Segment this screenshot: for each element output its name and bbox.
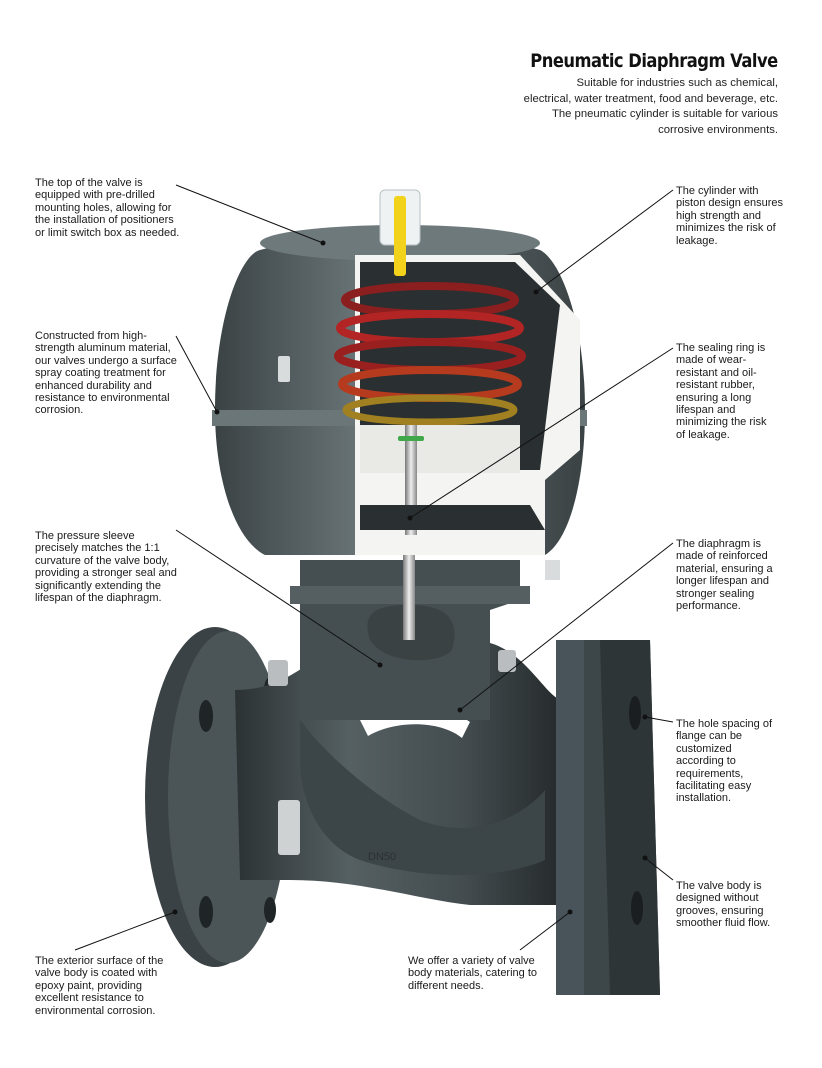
bolt-left [268, 660, 288, 686]
subtitle: Suitable for industries such as chemical… [448, 76, 778, 138]
page-title: Pneumatic Diaphragm Valve [530, 50, 779, 72]
seal-ring-top [398, 436, 424, 441]
leader-lines [74, 184, 674, 951]
spring [334, 282, 526, 426]
callout-cylinder: The cylinder with piston design ensures … [676, 185, 784, 247]
callout-pressure-sleeve: The pressure sleeve precisely matches th… [35, 530, 177, 605]
body-marking: DN50 [368, 851, 396, 863]
callout-top-mounting: The top of the valve is equipped with pr… [35, 177, 180, 239]
callout-materials: We offer a variety of valve body materia… [408, 955, 538, 992]
subtitle-line-1: Suitable for industries such as chemical… [576, 77, 778, 89]
subtitle-line-3: The pneumatic cylinder is suitable for v… [551, 108, 778, 121]
indicator-rod [394, 196, 406, 276]
callout-epoxy: The exterior surface of the valve body i… [35, 955, 164, 1017]
callout-sealing-ring: The sealing ring is made of wear-resista… [676, 342, 767, 441]
callout-no-grooves: The valve body is designed without groov… [676, 880, 771, 930]
right-flange [556, 640, 660, 995]
bolt-lower [278, 800, 300, 855]
callout-aluminum: Constructed from high-strength aluminum … [35, 330, 177, 417]
subtitle-line-4: corrosive environments. [658, 123, 778, 136]
callout-diaphragm: The diaphragm is made of reinforced mate… [676, 538, 773, 613]
callout-hole-spacing: The hole spacing of flange can be custom… [676, 718, 773, 805]
bolt-right [498, 650, 516, 672]
subtitle-line-2: electrical, water treatment, food and be… [523, 92, 778, 105]
